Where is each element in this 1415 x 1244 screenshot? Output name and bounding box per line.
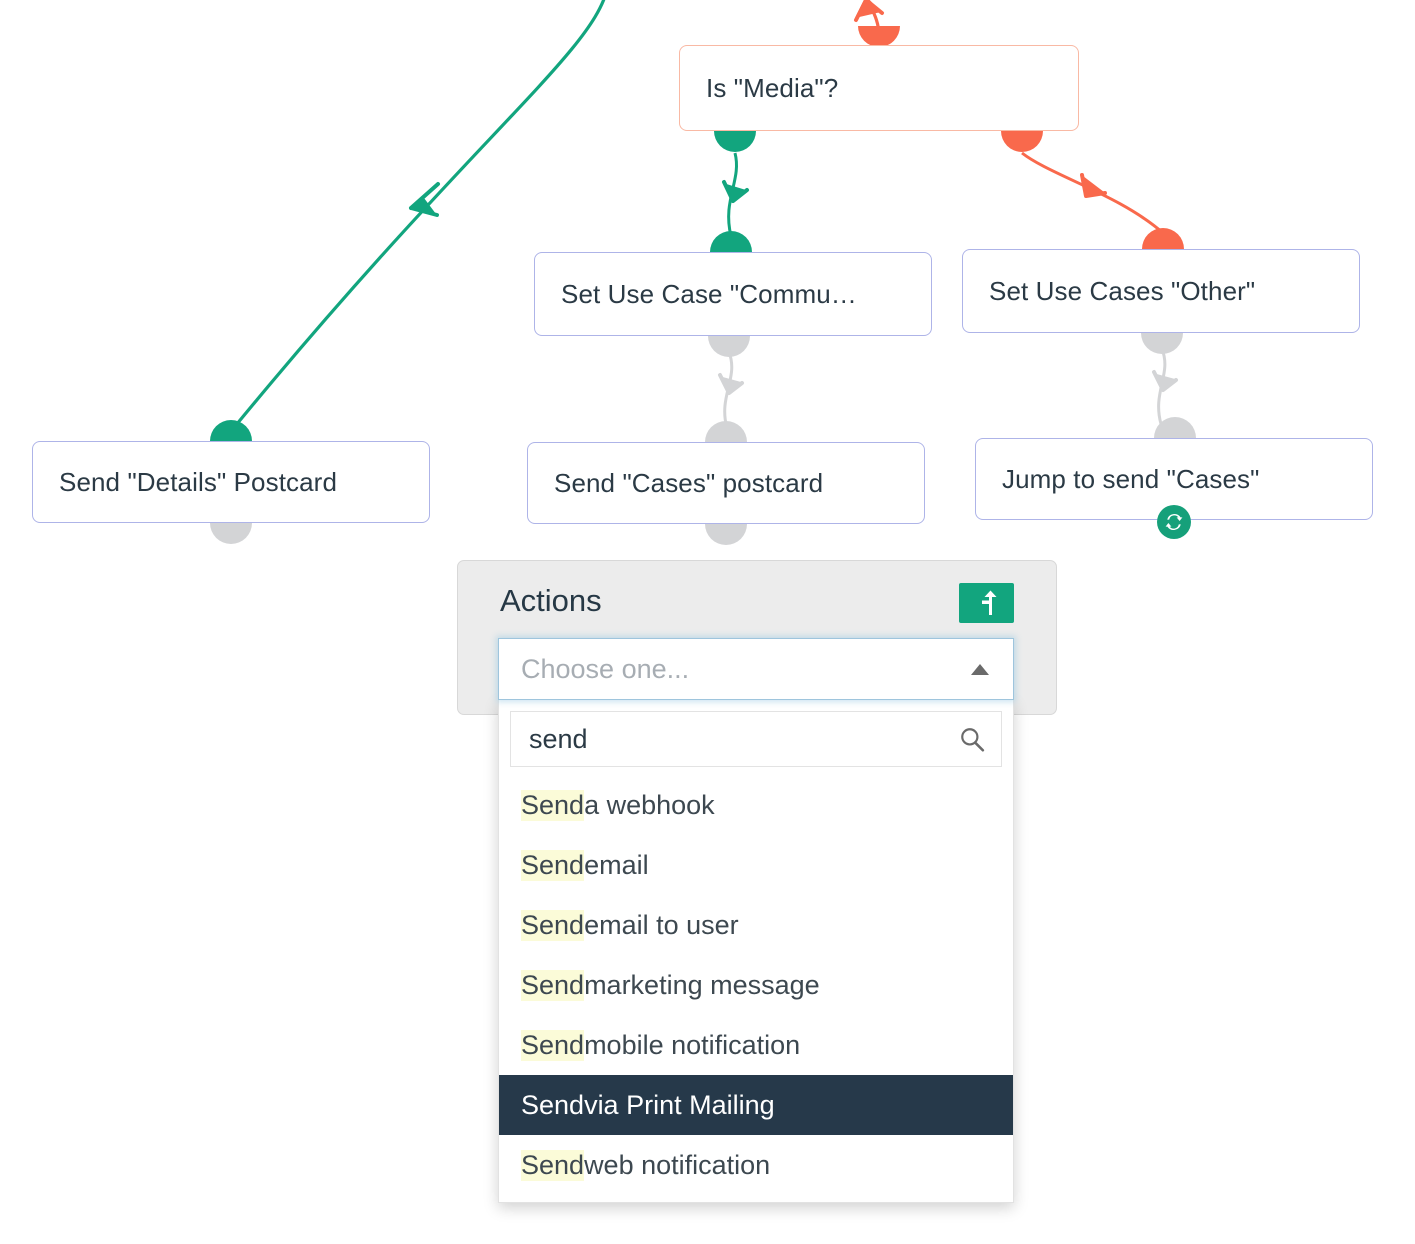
node-send-cases-label: Send "Cases" postcard: [554, 467, 824, 498]
jump-arrow-icon: [981, 590, 996, 615]
actions-panel-title: Actions: [500, 583, 602, 618]
option-highlight-term: Send: [521, 849, 585, 881]
port-set-use-other-in-red[interactable]: [1142, 228, 1184, 249]
edge-green-to-send-details: [230, 0, 606, 432]
node-set-use-case-community[interactable]: Set Use Case "Commu…: [534, 252, 932, 336]
option-highlight-term: Send: [521, 1149, 585, 1181]
action-option[interactable]: Send marketing message: [510, 955, 1002, 1015]
action-select-placeholder: Choose one...: [521, 653, 690, 684]
action-option[interactable]: Send web notification: [510, 1135, 1002, 1195]
option-rest-text: email to user: [584, 909, 739, 940]
option-rest-text: via Print Mailing: [584, 1089, 775, 1120]
option-highlight-term: Send: [521, 1029, 585, 1061]
caret-up-icon[interactable]: [971, 663, 989, 675]
edge-red-is-media-to-set-use-other: [1021, 151, 1164, 235]
option-rest-text: marketing message: [584, 969, 820, 1000]
option-rest-text: mobile notification: [584, 1029, 801, 1060]
node-send-cases-postcard[interactable]: Send "Cases" postcard: [527, 442, 925, 524]
port-send-cases-out[interactable]: [705, 524, 747, 545]
port-is-media-top-red[interactable]: [858, 26, 900, 47]
node-is-media-label: Is "Media"?: [706, 72, 839, 103]
action-option[interactable]: Send a webhook: [510, 775, 1002, 835]
action-option[interactable]: Send via Print Mailing: [499, 1075, 1013, 1135]
port-send-cases-in[interactable]: [705, 421, 747, 442]
port-jump-in[interactable]: [1154, 417, 1196, 438]
node-jump-to-send-cases-label: Jump to send "Cases": [1002, 463, 1260, 494]
port-set-use-case-out[interactable]: [708, 336, 750, 357]
dropdown-search-input[interactable]: [527, 722, 931, 756]
option-rest-text: web notification: [584, 1149, 771, 1180]
port-set-use-other-out[interactable]: [1141, 333, 1183, 354]
option-rest-text: email: [584, 849, 649, 880]
port-send-details-in-green[interactable]: [210, 420, 252, 441]
action-option[interactable]: Send email to user: [510, 895, 1002, 955]
node-is-media[interactable]: Is "Media"?: [679, 45, 1079, 131]
action-option[interactable]: Send email: [510, 835, 1002, 895]
search-icon[interactable]: [959, 726, 985, 752]
dropdown-search-row[interactable]: [510, 711, 1002, 767]
port-is-media-out-green[interactable]: [714, 131, 756, 152]
refresh-loop-icon[interactable]: [1157, 505, 1191, 539]
action-option[interactable]: Send mobile notification: [510, 1015, 1002, 1075]
option-highlight-term: Send: [521, 909, 585, 941]
node-send-details-postcard[interactable]: Send "Details" Postcard: [32, 441, 430, 523]
edge-green-is-media-to-set-use-case: [722, 152, 749, 237]
node-send-details-label: Send "Details" Postcard: [59, 466, 338, 497]
edge-gray-set-use-other-to-jump: [1152, 348, 1178, 425]
port-send-details-out[interactable]: [210, 523, 252, 544]
option-highlight-term: Send: [521, 969, 585, 1001]
jump-arrow-icon-button[interactable]: [959, 583, 1014, 623]
option-highlight-term: Send: [521, 789, 585, 821]
port-is-media-out-red[interactable]: [1001, 131, 1043, 152]
action-select-combobox[interactable]: Choose one...: [498, 638, 1014, 700]
node-set-use-cases-other[interactable]: Set Use Cases "Other": [962, 249, 1360, 333]
port-set-use-case-in-green[interactable]: [710, 231, 752, 252]
option-highlight-term: Send: [521, 1089, 585, 1120]
node-set-use-case-label: Set Use Case "Commu…: [561, 278, 857, 309]
option-rest-text: a webhook: [584, 789, 715, 820]
edge-gray-set-use-case-to-send-cases: [718, 351, 744, 429]
node-set-use-cases-other-label: Set Use Cases "Other": [989, 275, 1256, 306]
